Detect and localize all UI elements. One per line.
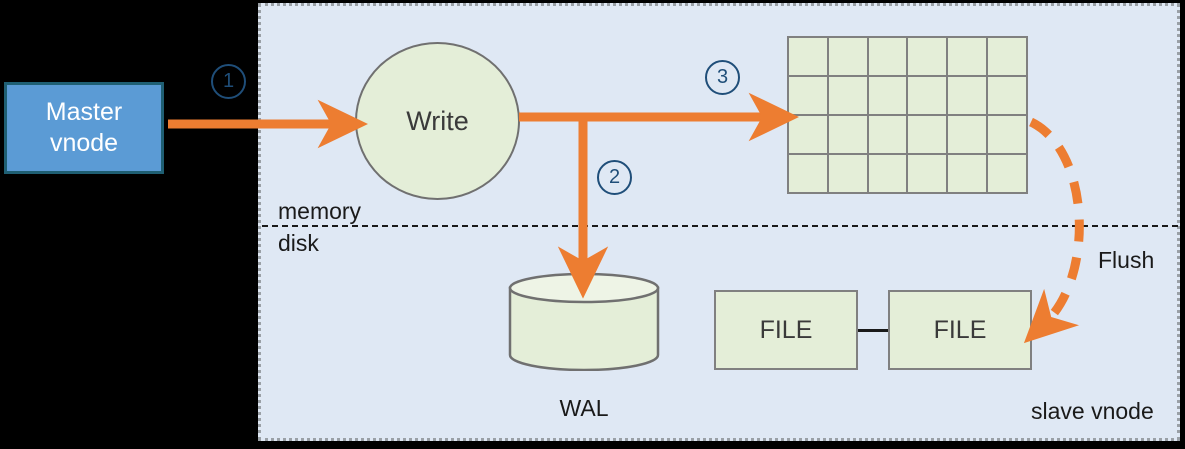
file-connector-line [858,329,888,332]
write-node-label: Write [406,105,469,136]
memtable-cell [828,116,869,155]
master-vnode-label-line1: Master [45,97,123,126]
file-box-1[interactable]: FILE [714,290,858,370]
memtable-cell [868,155,909,194]
memtable-cell [908,38,949,77]
memory-label: memory [278,198,362,224]
memtable-cell [988,116,1028,155]
memtable-cell [828,77,869,116]
write-node[interactable]: Write [355,42,520,200]
master-vnode-box[interactable]: Master vnode [4,82,164,174]
file-box-2-label: FILE [933,315,987,344]
slave-vnode-label: slave vnode [1031,398,1154,424]
memtable-cell [868,38,909,77]
memtable-cell [948,38,989,77]
step-number-2: 2 [597,160,632,195]
wal-cylinder [508,272,660,372]
file-box-2[interactable]: FILE [888,290,1032,370]
master-vnode-label-line2: vnode [49,129,119,157]
memtable-cell [789,77,829,116]
memtable-grid [787,36,1028,194]
step-number-3: 3 [705,60,740,95]
memtable-cell [789,38,829,77]
memtable-cell [868,77,909,116]
memtable-cell [789,116,829,155]
memtable-cell [828,38,869,77]
memtable-cell [988,155,1028,194]
memtable-cell [908,116,949,155]
step-number-1: 1 [211,64,246,99]
memtable-cell [828,155,869,194]
memtable-cell [789,155,829,194]
memory-disk-divider [262,225,1178,227]
memtable-cell [948,77,989,116]
memtable-cell [908,155,949,194]
memtable-cell [868,116,909,155]
memtable-cell [988,77,1028,116]
file-box-1-label: FILE [759,315,813,344]
flush-label: Flush [1098,247,1155,273]
memtable-cell [908,77,949,116]
memtable-cell [948,116,989,155]
wal-label: WAL [559,395,609,421]
disk-label: disk [278,230,319,256]
memtable-cell [948,155,989,194]
memtable-cell [988,38,1028,77]
